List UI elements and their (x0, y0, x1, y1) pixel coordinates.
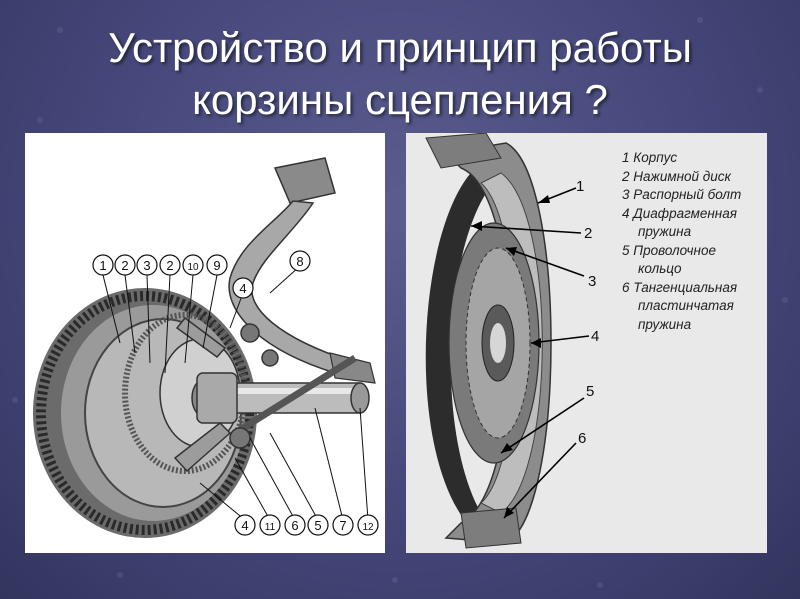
callout-label: 1 (99, 258, 106, 273)
callout-label: 9 (213, 258, 220, 273)
callout-label: 2 (121, 258, 128, 273)
callout-label: 4 (239, 281, 246, 296)
clutch-assembly-illustration: 1 2 3 2 10 9 4 8 4 11 6 5 7 12 (25, 133, 385, 553)
legend-item: 4 Диафрагменная (622, 205, 737, 221)
callout-label: 2 (584, 225, 592, 242)
clutch-pedal (228, 157, 376, 436)
callout-leaders (102, 265, 369, 521)
callout-label: 2 (166, 258, 173, 273)
arrowheads (471, 195, 550, 518)
callout-circles (92, 250, 379, 536)
callout-label: 7 (339, 518, 346, 533)
legend-item-continuation: пластинчатая (638, 298, 734, 313)
slide-title-line-2: корзины сцепления ? (192, 76, 608, 123)
clutch-cover-body (425, 133, 552, 549)
legend-item-continuation: пружина (638, 316, 692, 332)
legend-item: 6 Тангенциальная (622, 279, 738, 295)
callout-label: 12 (362, 522, 374, 533)
callout-label: 6 (578, 430, 586, 447)
release-levers (173, 316, 279, 473)
callout-label: 10 (187, 262, 199, 273)
callout-label: 1 (576, 178, 584, 195)
callout-label: 5 (586, 383, 594, 400)
legend-item: 5 Проволочное (622, 242, 716, 258)
slide-title-line-1: Устройство и принцип работы (108, 24, 692, 71)
callout-label: 3 (143, 258, 150, 273)
callout-label: 6 (291, 518, 298, 533)
legend-item: 1 Корпус (622, 150, 678, 165)
legend-item: 2 Нажимной диск (622, 168, 731, 184)
callout-label: 4 (591, 328, 599, 345)
clutch-cover-illustration: 1 2 3 4 5 6 1 Корпус 2 Нажимной диск 3 Р… (406, 133, 767, 553)
slide-title: Устройство и принцип работы корзины сцеп… (0, 22, 800, 126)
callout-label: 5 (314, 518, 321, 533)
clutch-assembly-drawing: 1 2 3 2 10 9 4 8 4 11 6 5 7 12 (33, 157, 379, 538)
legend-item-continuation: кольцо (638, 261, 682, 276)
clutch-cover-drawing: 1 2 3 4 5 6 (425, 133, 599, 549)
callout-label: 4 (241, 518, 248, 533)
callout-label: 8 (296, 254, 303, 269)
input-shaft (196, 372, 370, 424)
parts-legend: 1 Корпус 2 Нажимной диск 3 Распорный бол… (622, 149, 767, 334)
callout-label: 11 (265, 522, 276, 533)
legend-item: 3 Распорный болт (622, 187, 742, 202)
callout-label: 3 (588, 273, 596, 290)
legend-item-continuation: пружина (638, 224, 692, 239)
